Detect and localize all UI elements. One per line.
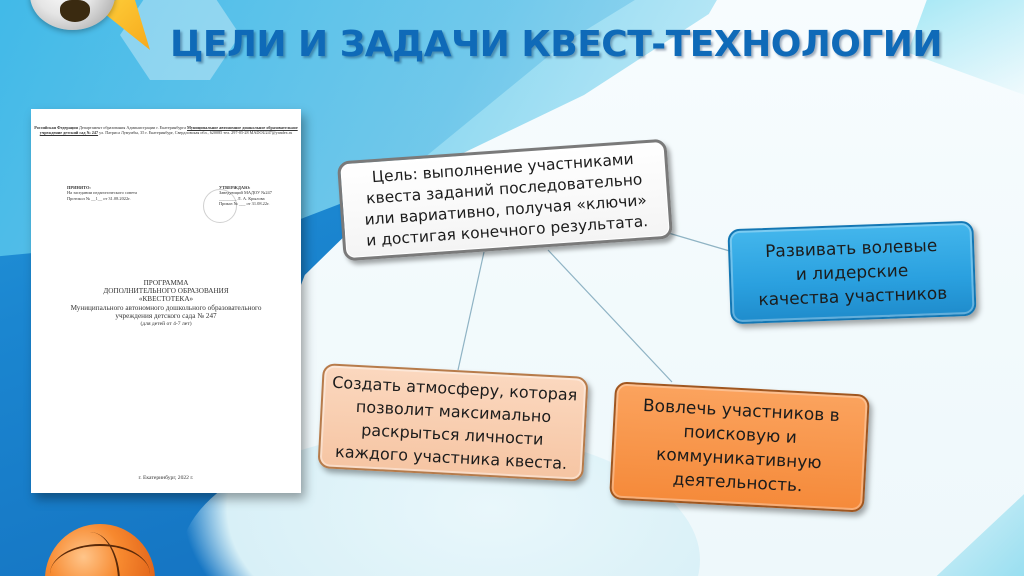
approved-line: ________ Л. А. Крылова xyxy=(219,195,265,201)
task-box-leadership: Развивать волевые и лидерские качества у… xyxy=(727,220,977,325)
connector-line xyxy=(457,251,485,371)
accepted-line: Протокол № __1__ от 31.08.2022г. xyxy=(67,195,131,201)
task-box-engagement: Вовлечь участников в поисковую и коммуни… xyxy=(609,381,870,513)
document-header-line: Департамент образования Администрации г.… xyxy=(78,125,186,130)
approved-block: УТВЕРЖДАЮ: Заведующий МАДОУ №247 _______… xyxy=(219,185,272,207)
accepted-block: ПРИНЯТО: На заседании педагогического со… xyxy=(67,185,137,201)
approved-label: УТВЕРЖДАЮ: xyxy=(219,185,251,190)
program-line: учреждения детского сада № 247 xyxy=(115,311,217,320)
program-document: Российская Федерация Департамент образов… xyxy=(31,109,301,493)
program-title-block: ПРОГРАММА ДОПОЛНИТЕЛЬНОГО ОБРАЗОВАНИЯ «К… xyxy=(31,279,301,328)
approved-line: Приказ № ___ от 31.08.22г. xyxy=(219,201,270,207)
document-header-line: Муниципальное автономное дошкольное обра… xyxy=(39,125,298,136)
program-line: ДОПОЛНИТЕЛЬНОГО ОБРАЗОВАНИЯ xyxy=(103,287,229,296)
program-line: «КВЕСТОТЕКА» xyxy=(138,295,194,304)
connector-line xyxy=(547,249,673,383)
document-header-line: Российская Федерация xyxy=(34,125,78,130)
city-year: г. Екатеринбург, 2022 г. xyxy=(138,475,194,481)
connector-line xyxy=(664,231,734,253)
accepted-line: На заседании педагогического совета xyxy=(67,190,137,196)
document-header-line: ул. Патриса Лумумбы, 35 г. Екатеринбург,… xyxy=(99,130,293,136)
accepted-label: ПРИНЯТО: xyxy=(67,185,91,190)
stamp-icon xyxy=(203,189,237,223)
program-line: Муниципального автономного дошкольного о… xyxy=(70,303,262,312)
task-box-atmosphere: Создать атмосферу, которая позволит макс… xyxy=(317,363,589,482)
program-line: (для детей от 4-7 лет) xyxy=(140,321,192,328)
program-line: ПРОГРАММА xyxy=(143,279,189,287)
document-header: Российская Федерация Департамент образов… xyxy=(31,125,301,136)
approved-line: Заведующий МАДОУ №247 xyxy=(219,190,272,196)
slide-title: ЦЕЛИ И ЗАДАЧИ КВЕСТ-ТЕХНОЛОГИИ xyxy=(170,24,943,65)
task-text-line: качества участников xyxy=(758,283,948,310)
